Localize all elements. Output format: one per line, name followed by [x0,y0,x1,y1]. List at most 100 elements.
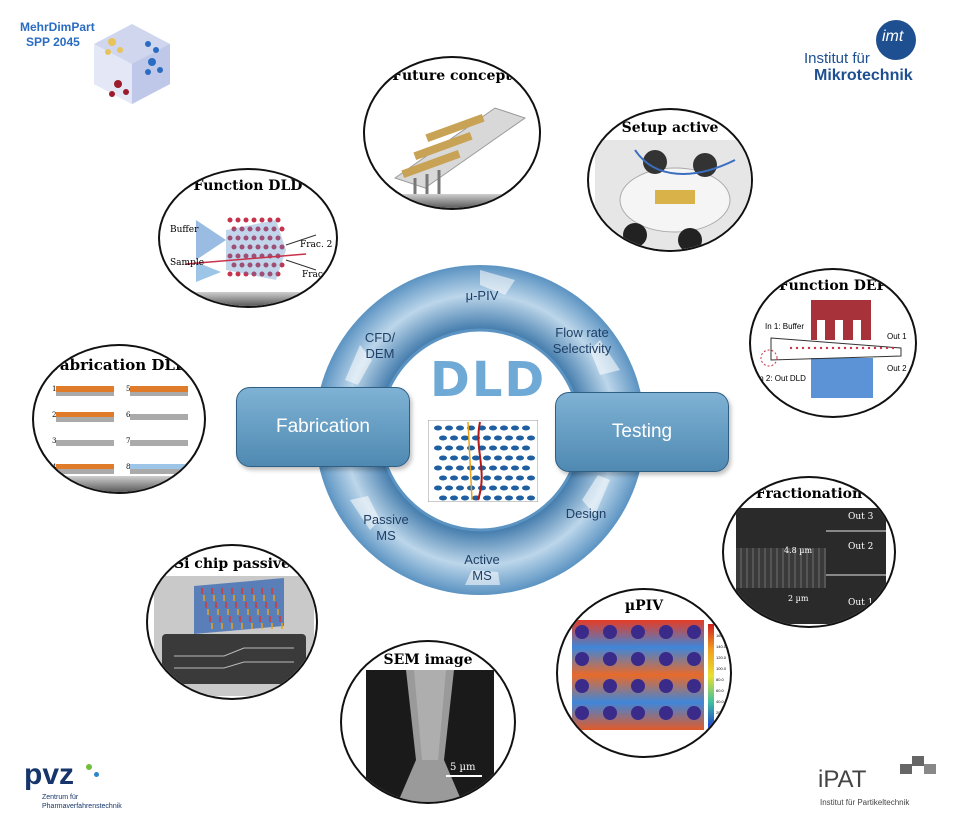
pattern-dot [527,495,535,501]
pattern-dot [575,706,589,720]
pattern-dot [511,445,519,451]
dld-pillar-array [428,420,538,502]
panel-function-dep: Function DEP In 1: Buffer In 2: Out DLD … [749,268,917,418]
pattern-dot [837,346,841,350]
fab-step-6-num: 6 [126,411,131,419]
pattern-dot [456,425,464,431]
pattern-dot [472,455,480,461]
pattern-dot [434,445,442,451]
pattern-dot [434,425,442,431]
panel-setup-active-title: Setup active [621,120,719,136]
fab-step-1: 1 [52,376,114,396]
sem-scale-label: 5 µm [450,762,476,773]
imt-logo-line2: Mikrotechnik [814,67,913,84]
pattern-dot [489,445,497,451]
pattern-dot [631,679,645,693]
pattern-dot [239,244,245,250]
pattern-dot [861,346,865,350]
ring-step-active-ms: Active MS [452,552,512,584]
panel-mupiv: µPIV 170.0 160.0 140.0 120.0 100.0 80.0 … [556,588,732,758]
function-dld-diagram [185,217,317,282]
pattern-dot [467,445,475,451]
pattern-dot [275,271,281,277]
pattern-dot [450,475,458,481]
fab-step-7-num: 7 [126,437,131,445]
pattern-dot [461,495,469,501]
pattern-dot [456,465,464,471]
pattern-dot [259,271,265,277]
pattern-dot [483,475,491,481]
pattern-dot [235,271,241,277]
pattern-dot [251,253,257,259]
colorbar-tick: 80.0 [716,677,724,682]
colorbar-tick: 120.0 [716,655,727,660]
pattern-dot [522,485,530,491]
fab-step-2: 2 [52,402,114,422]
function-dld-frac2-label: Frac. 2 [300,240,333,250]
pattern-dot [516,495,524,501]
function-dep-out2-label: Out 2 [887,364,907,373]
pattern-dot [227,271,233,277]
fab-step-7: 7 [126,428,188,448]
pattern-dot [461,455,469,461]
pattern-dot [603,652,617,666]
spp-logo-graphic [94,24,170,104]
si-chip-image [154,576,314,696]
colorbar-tick: 100.0 [716,666,727,671]
mupiv-colorbar [708,624,714,728]
fractionation-out1-label: Out 1 [848,598,874,608]
pattern-dot [603,706,617,720]
pattern-dot [879,346,883,350]
mupiv-velocity-field [572,620,704,730]
fab-step-8: 8 [126,454,188,474]
panel-sem-image: SEM image 5 µm [340,640,516,804]
colorbar-tick: 40.0 [716,699,724,704]
pattern-dot [461,475,469,481]
function-dld-frac1-label: Frac. 1 [302,270,335,280]
panel-fabrication-dld-title: Fabrication DLD [50,356,188,374]
pattern-dot [867,346,871,350]
pattern-dot [439,435,447,441]
pattern-dot [255,226,261,232]
fab-step-4-num: 4 [52,463,57,471]
pattern-dot [489,425,497,431]
pattern-dot [659,625,673,639]
panel-setup-active: Setup active [587,108,753,252]
pattern-dot [500,485,508,491]
pattern-dot [483,495,491,501]
pvz-dots-icon [86,764,92,770]
pattern-dot [494,475,502,481]
pattern-dot [247,262,253,268]
pattern-dot [231,226,237,232]
fractionation-image [736,508,886,624]
panel-future-concept: Future concept [363,56,541,210]
function-dep-out1-label: Out 1 [887,332,907,341]
panel-function-dld-title: Function DLD [193,178,303,194]
pattern-dot [450,455,458,461]
pattern-dot [275,235,281,241]
pattern-dot [279,262,285,268]
pattern-dot [445,485,453,491]
colorbar-tick: 20.0 [716,710,724,715]
pattern-dot [659,652,673,666]
pattern-dot [461,435,469,441]
panel-si-chip-passive-title: Si chip passive [174,556,290,572]
future-concept-illustration [393,107,527,198]
pattern-dot [489,485,497,491]
pattern-dot [450,495,458,501]
pattern-dot [825,346,829,350]
function-dep-in2-label: In 2: Out DLD [757,374,806,383]
pattern-dot [516,435,524,441]
pattern-dot [855,346,859,350]
pattern-dot [239,262,245,268]
panel-function-dld: Function DLD Buffer Sample Frac. 2 Frac.… [158,168,338,308]
function-dld-base [160,292,336,306]
pattern-dot [439,495,447,501]
pattern-dot [687,652,701,666]
future-concept-base [365,194,539,208]
dld-center-title: DLD [430,352,547,408]
pattern-dot [687,679,701,693]
pattern-dot [789,346,793,350]
pattern-dot [819,346,823,350]
pattern-dot [527,455,535,461]
